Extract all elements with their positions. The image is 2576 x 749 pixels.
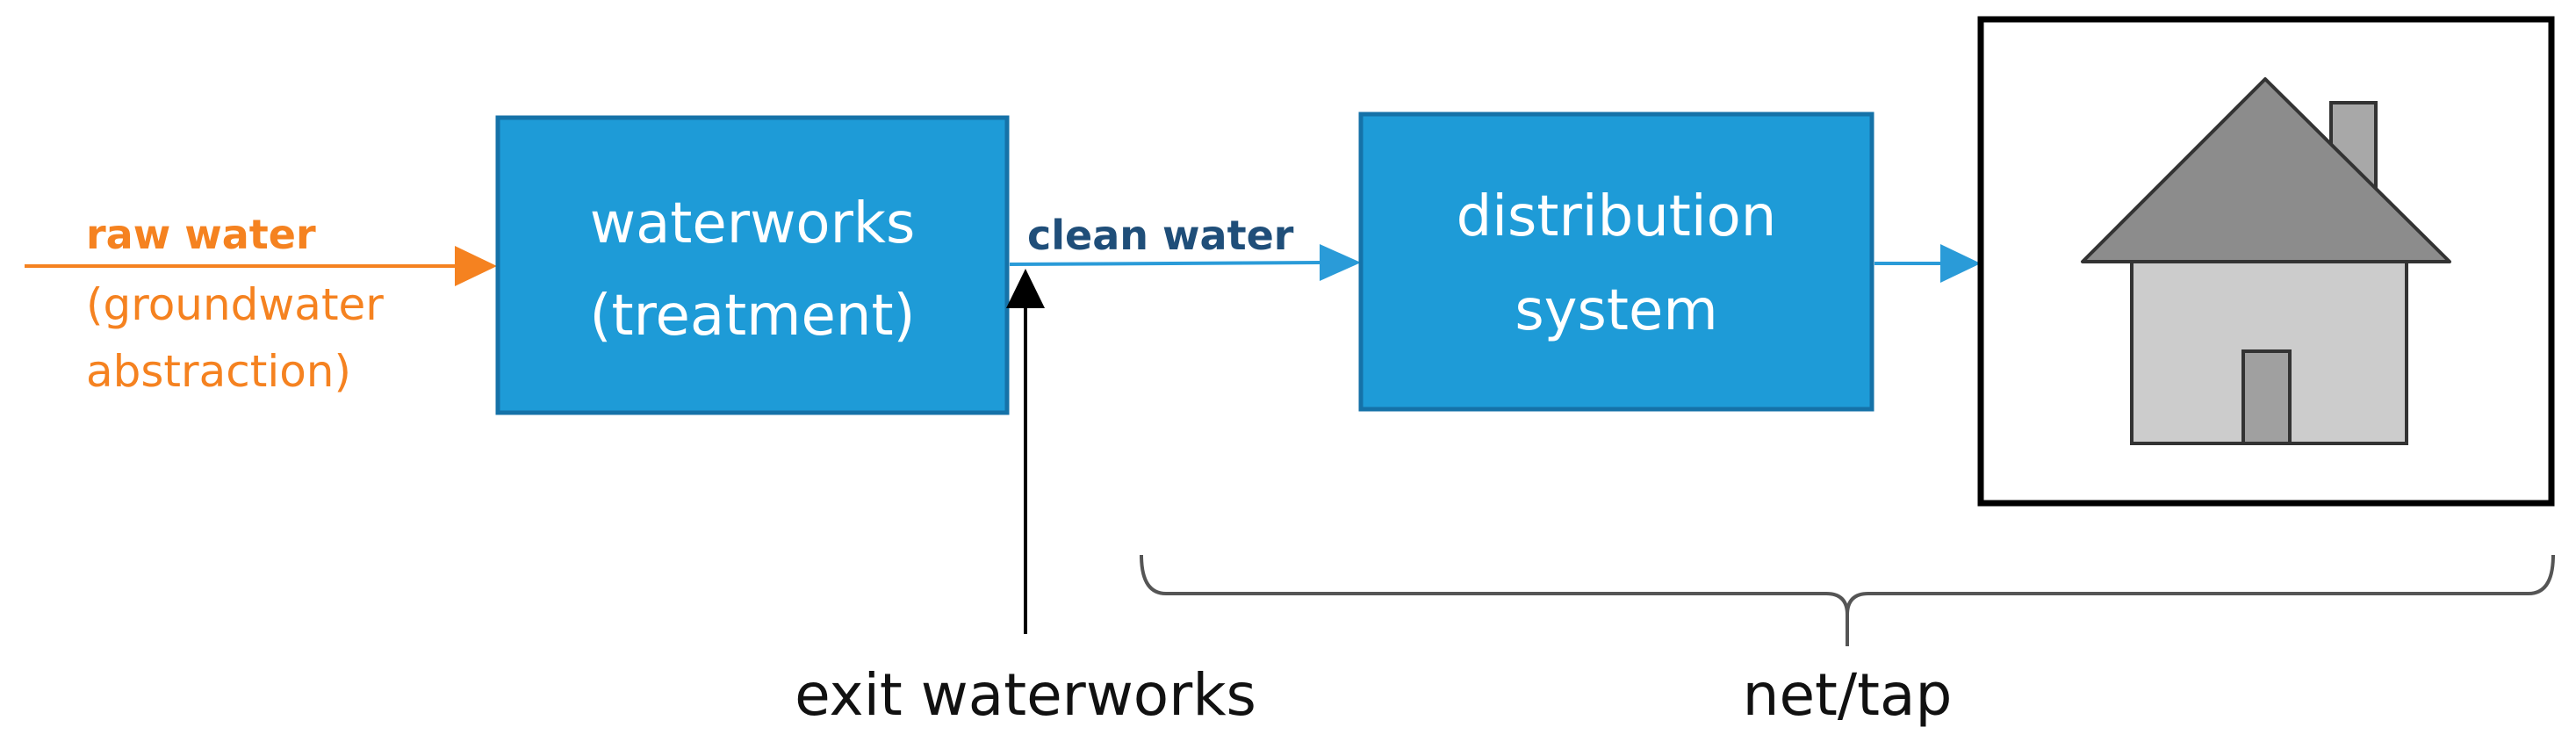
clean-water-arrow-line: [1009, 261, 1322, 266]
clean-water-arrowhead: [1320, 244, 1361, 281]
distribution-node: distribution system: [1358, 112, 1874, 412]
waterworks-box: [495, 115, 1010, 415]
waterworks-label-line1: waterworks: [590, 191, 916, 256]
raw-water-flow: raw water (groundwater abstraction): [25, 211, 497, 397]
net-tap-bracket: net/tap: [1140, 554, 2555, 729]
exit-waterworks-label: exit waterworks: [795, 661, 1256, 729]
net-tap-brace: [1140, 554, 2555, 616]
consumer-node: [1977, 16, 2555, 507]
raw-water-arrowhead: [455, 246, 497, 286]
raw-water-sublabel-2: abstraction): [86, 346, 351, 397]
waterworks-node: waterworks (treatment): [495, 115, 1010, 415]
clean-water-label: clean water: [1027, 212, 1294, 259]
house-roof: [2081, 77, 2451, 263]
exit-waterworks-marker: exit waterworks: [795, 269, 1256, 729]
house-icon: [2081, 77, 2451, 445]
raw-water-sublabel-1: (groundwater: [86, 279, 384, 330]
distribution-label-line1: distribution: [1457, 184, 1777, 249]
raw-water-label: raw water: [86, 211, 316, 258]
house-door: [2241, 349, 2292, 445]
distribution-label-line2: system: [1515, 278, 1717, 343]
waterworks-label-line2: (treatment): [590, 284, 916, 349]
net-tap-label: net/tap: [1743, 661, 1953, 729]
distribution-box: [1358, 112, 1874, 412]
exit-waterworks-arrowhead: [1006, 269, 1045, 308]
supply-arrowhead: [1940, 244, 1981, 283]
supply-to-house-flow: [1874, 244, 1981, 283]
clean-water-flow: clean water: [1009, 212, 1361, 281]
